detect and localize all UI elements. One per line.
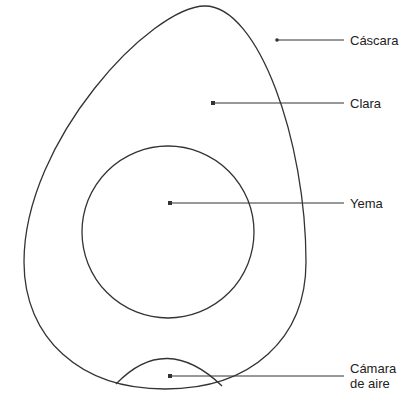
leader-dot: [168, 374, 172, 378]
leader-line: [213, 103, 344, 104]
leader-dot: [275, 38, 279, 42]
part-label: Yema: [350, 196, 408, 211]
yolk-circle: [82, 146, 254, 318]
air-chamber: [116, 358, 222, 386]
part-label: Clara: [350, 96, 408, 111]
leader-line: [170, 203, 344, 204]
leader-dot: [211, 101, 215, 105]
leader-line: [170, 376, 344, 377]
egg-shell: [24, 6, 306, 389]
leader-dot: [168, 201, 172, 205]
leader-line: [277, 40, 344, 41]
part-label: Cámara de aire: [350, 361, 408, 391]
part-label: Cáscara: [350, 33, 408, 48]
